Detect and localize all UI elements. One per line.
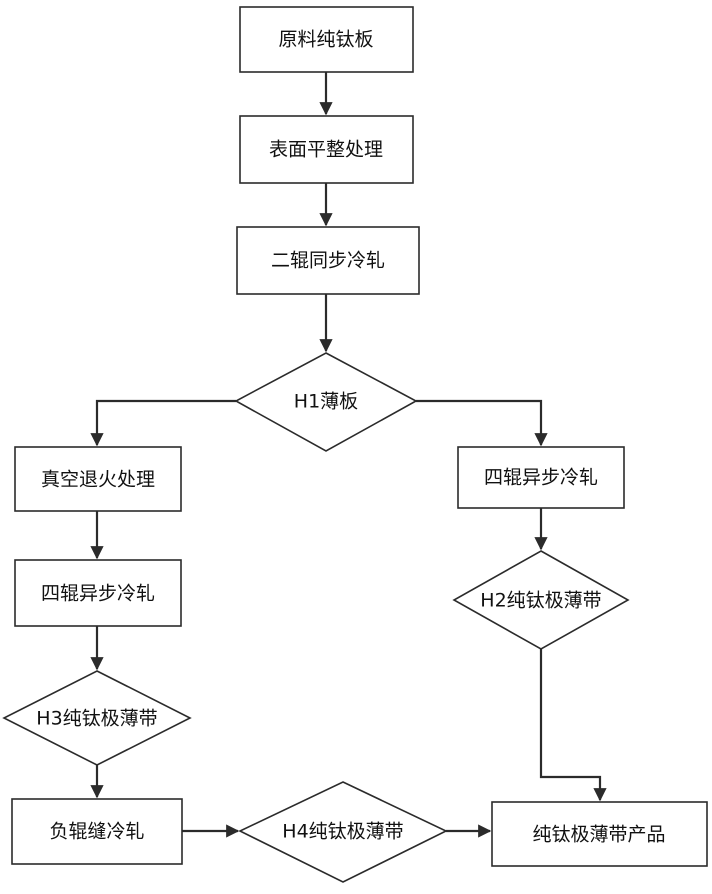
decision-h4-label: H4纯钛极薄带 xyxy=(282,821,403,843)
node-surface-leveling-label: 表面平整处理 xyxy=(269,139,383,161)
node-negative-gap-rolling: 负辊缝冷轧 xyxy=(12,799,182,864)
node-surface-leveling: 表面平整处理 xyxy=(240,116,413,183)
node-negative-gap-label: 负辊缝冷轧 xyxy=(49,821,144,843)
node-vacuum-annealing-label: 真空退火处理 xyxy=(41,469,155,491)
decision-h3-strip: H3纯钛极薄带 xyxy=(4,671,190,765)
node-four-roll-async-left: 四辊异步冷轧 xyxy=(15,560,181,626)
node-four-roll-left-label: 四辊异步冷轧 xyxy=(41,583,155,605)
node-final-product: 纯钛极薄带产品 xyxy=(492,802,707,866)
decision-h2-label: H2纯钛极薄带 xyxy=(480,590,601,612)
node-final-product-label: 纯钛极薄带产品 xyxy=(532,824,665,846)
node-two-roll-sync-cold-rolling: 二辊同步冷轧 xyxy=(237,227,419,294)
node-vacuum-annealing: 真空退火处理 xyxy=(15,447,181,511)
node-four-roll-async-right: 四辊异步冷轧 xyxy=(458,447,624,508)
node-four-roll-right-label: 四辊异步冷轧 xyxy=(484,467,598,489)
node-raw-plate: 原料纯钛板 xyxy=(240,7,413,72)
decision-h1-sheet: H1薄板 xyxy=(236,353,416,451)
decision-h4-strip: H4纯钛极薄带 xyxy=(240,782,446,882)
decision-h3-label: H3纯钛极薄带 xyxy=(36,708,157,730)
edge-h2-to-product xyxy=(541,649,600,800)
edge-h1-to-vacuum xyxy=(97,401,236,445)
decision-h2-strip: H2纯钛极薄带 xyxy=(454,551,628,649)
node-two-roll-label: 二辊同步冷轧 xyxy=(271,250,385,272)
node-raw-plate-label: 原料纯钛板 xyxy=(278,29,373,51)
edge-h1-to-fourroll-right xyxy=(416,401,541,445)
decision-h1-label: H1薄板 xyxy=(294,391,358,413)
